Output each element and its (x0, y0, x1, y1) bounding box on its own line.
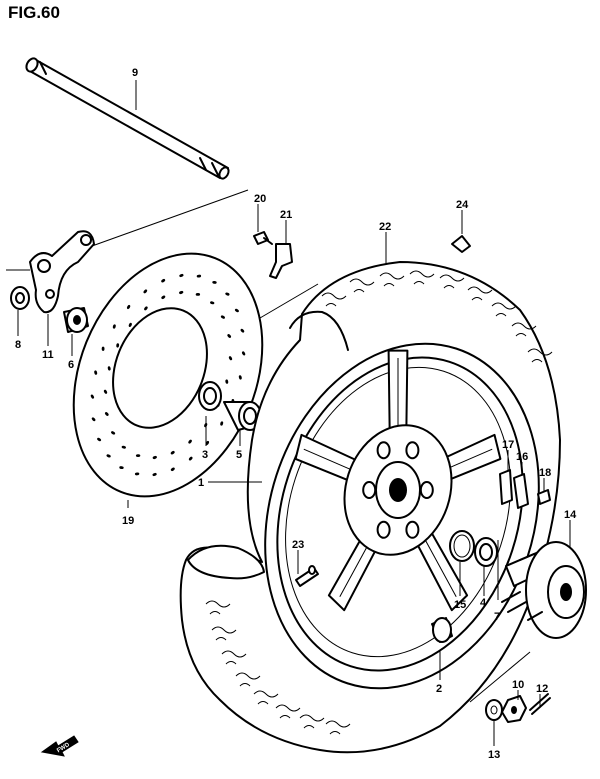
front-axle (25, 57, 230, 180)
callout-16: 16 (516, 451, 528, 463)
forward-direction-arrow: FWD (40, 735, 79, 757)
callout-1: 1 (198, 477, 204, 489)
callout-17: 17 (502, 439, 514, 451)
callout-14: 14 (564, 509, 577, 521)
callout-20: 20 (254, 193, 266, 205)
callout-8: 8 (15, 339, 21, 351)
callout-2: 2 (436, 683, 442, 695)
callout-21: 21 (280, 209, 292, 221)
leader-lines (17, 204, 571, 746)
callout-5: 5 (236, 449, 242, 461)
callout-19: 19 (122, 515, 134, 527)
callout-12: 12 (536, 683, 548, 695)
valve-cap-24 (451, 235, 471, 253)
washer-13 (485, 699, 503, 721)
hub-drive-flange (501, 541, 587, 639)
oil-seal-15 (449, 530, 475, 562)
callout-15: 15 (454, 599, 466, 611)
callout-22: 22 (379, 221, 391, 233)
collar-left (10, 286, 30, 310)
brake-caliper-bracket (29, 230, 95, 314)
callout-10: 10 (512, 679, 524, 691)
wheel-bearing-left (198, 381, 222, 411)
plate-17 (499, 469, 513, 505)
callout-13: 13 (488, 749, 500, 761)
callout-23: 23 (292, 539, 304, 551)
callout-24: 24 (456, 199, 469, 211)
spacer-left (63, 307, 89, 333)
callout-3: 3 (202, 449, 208, 461)
callout-7: 7 (494, 611, 500, 623)
callout-9: 9 (132, 67, 138, 79)
figure-title: FIG.60 (8, 3, 60, 22)
callout-6: 6 (68, 359, 74, 371)
plate-21 (269, 243, 293, 279)
wheel-rim (264, 342, 540, 690)
collar-2 (431, 617, 453, 643)
bolt-18 (537, 489, 551, 505)
plate-16 (513, 473, 529, 509)
callout-18: 18 (539, 467, 551, 479)
cotter-pin-12 (529, 693, 551, 715)
brake-disc (72, 252, 264, 498)
bolt-20 (253, 231, 273, 245)
wheel-bearing-4 (474, 537, 498, 567)
axle-nut-10 (501, 695, 527, 723)
callout-4: 4 (480, 597, 487, 609)
callout-11: 11 (42, 349, 54, 361)
tire-valve-23 (295, 565, 319, 587)
